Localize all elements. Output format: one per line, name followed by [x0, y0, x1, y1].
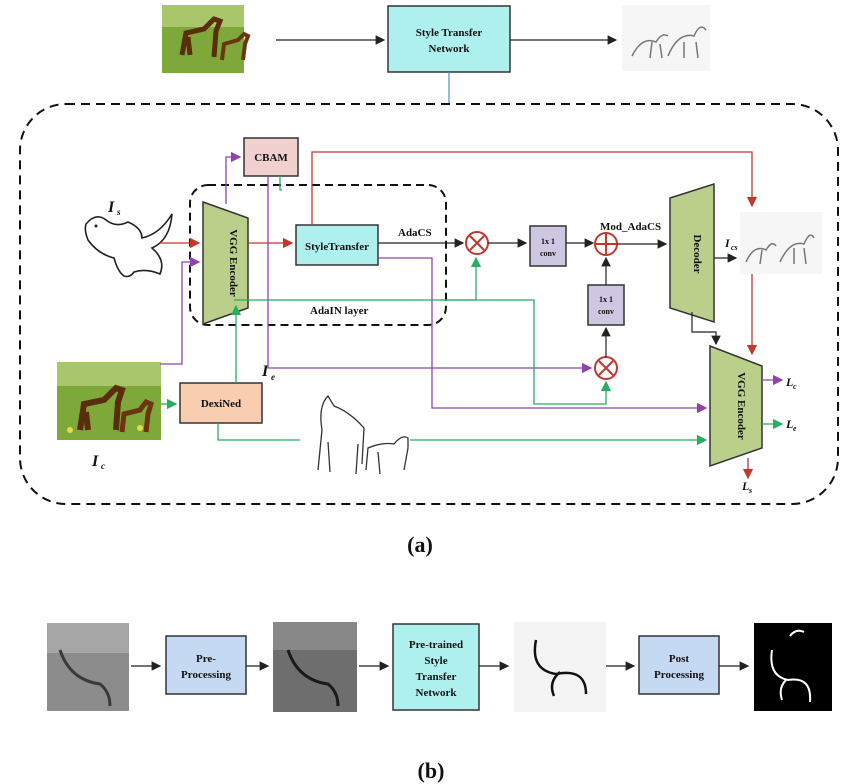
i-e-label: I	[261, 363, 269, 380]
svg-text:VGG Encoder: VGG Encoder	[735, 372, 747, 440]
conv-box-top: 1x 1 conv	[529, 225, 567, 267]
svg-text:CBAM: CBAM	[254, 152, 288, 164]
svg-text:StyleTransfer: StyleTransfer	[305, 241, 369, 253]
l-c-sub: c	[793, 382, 797, 391]
pre-processing-box: Pre- Processing	[165, 635, 247, 695]
svg-text:Processing: Processing	[654, 669, 704, 681]
caption-b: (b)	[418, 758, 445, 783]
i-c-label: I	[91, 453, 99, 470]
angiogram-preprocessed	[273, 622, 357, 712]
mod-adacs-label: Mod_AdaCS	[600, 221, 661, 233]
cbam-box: CBAM	[243, 137, 299, 177]
adacs-label: AdaCS	[398, 227, 432, 239]
stylized-vessel-image	[514, 622, 606, 712]
style-transfer-box: StyleTransfer	[295, 224, 379, 266]
svg-text:Style: Style	[424, 655, 447, 667]
segmented-vessel-image	[754, 623, 832, 711]
style-transfer-network-box: Style Transfer Network	[387, 5, 511, 73]
svg-text:1x 1: 1x 1	[541, 237, 555, 246]
decoder: Decoder	[669, 182, 715, 324]
svg-text:Processing: Processing	[181, 669, 231, 681]
svg-text:conv: conv	[598, 307, 614, 316]
svg-text:Pre-: Pre-	[196, 653, 216, 665]
top-box-line1: Style Transfer	[416, 27, 483, 39]
dexined-box: DexiNed	[179, 382, 263, 424]
svg-text:DexiNed: DexiNed	[201, 398, 241, 410]
svg-text:Decoder: Decoder	[691, 234, 703, 273]
l-s-label: L	[741, 479, 749, 493]
adain-label: AdaIN layer	[310, 305, 368, 317]
edge-map-image	[317, 394, 409, 475]
adacs-dashed-box	[189, 184, 447, 326]
top-box-line2: Network	[429, 43, 471, 55]
add-node	[594, 232, 618, 256]
i-e-sub: e	[271, 372, 275, 382]
content-image	[57, 362, 161, 440]
l-c-label: L	[785, 375, 793, 389]
i-cs-label: I	[724, 236, 731, 250]
l-e-sub: e	[793, 424, 797, 433]
i-s-sub: s	[116, 207, 121, 217]
style-image-dove	[84, 213, 173, 278]
svg-text:Network: Network	[416, 687, 458, 699]
multiply-node-2	[594, 356, 618, 380]
i-s-label: I	[107, 199, 115, 216]
network-detail-frame	[19, 103, 839, 505]
svg-text:Pre-trained: Pre-trained	[409, 639, 463, 651]
l-e-label: L	[785, 417, 793, 431]
i-c-sub: c	[101, 461, 105, 471]
pretrained-network-box: Pre-trained Style Transfer Network	[392, 623, 480, 711]
angiogram-input	[47, 623, 129, 711]
post-processing-box: Post Processing	[638, 635, 720, 695]
vgg-encoder-right: VGG Encoder	[709, 344, 763, 468]
vgg-left-text: VGG Encoder	[227, 229, 239, 297]
svg-text:1x 1: 1x 1	[599, 295, 613, 304]
svg-text:Transfer: Transfer	[416, 671, 457, 683]
i-cs-sub: cs	[731, 243, 738, 252]
stylized-output-image	[740, 212, 822, 274]
vgg-encoder-left: VGG Encoder	[202, 200, 249, 326]
l-s-sub: s	[748, 486, 752, 495]
multiply-node-1	[465, 231, 489, 255]
svg-text:Post: Post	[669, 653, 690, 665]
stylized-output-image-top	[622, 5, 710, 71]
conv-box-mid: 1x 1 conv	[587, 284, 625, 326]
svg-text:conv: conv	[540, 249, 556, 258]
caption-a: (a)	[407, 532, 433, 557]
content-image-top	[162, 5, 251, 73]
